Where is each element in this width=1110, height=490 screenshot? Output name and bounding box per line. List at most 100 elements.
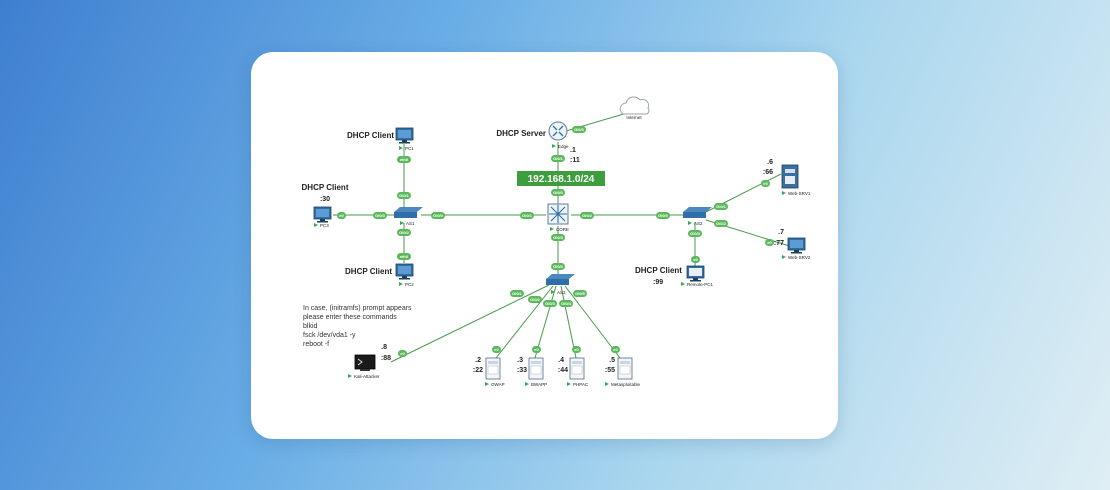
port-as3-4: Gi0/4 [559, 300, 573, 307]
node-label: Internet [626, 115, 642, 120]
ip-label: .2 [475, 357, 481, 364]
port-as3-3: Gi0/3 [543, 300, 557, 307]
port-as3-5: Gi0/5 [573, 290, 587, 297]
switch-icon [394, 207, 423, 218]
play-icon [399, 282, 403, 286]
play-icon [567, 382, 571, 386]
node-label: BWAPP [531, 382, 547, 387]
node-pc2[interactable]: DHCP Client PC2 [345, 263, 414, 287]
link-as3-owap [495, 285, 554, 359]
note-line: reboot -f [303, 341, 329, 348]
play-icon [782, 191, 786, 195]
port-srv2: e0 [765, 239, 774, 246]
note-line: please enter these commands [303, 314, 397, 321]
link-as3-meta [564, 285, 621, 359]
svg-text:Gi0/2: Gi0/2 [582, 213, 593, 218]
svg-text:e0: e0 [767, 240, 772, 245]
play-icon [681, 282, 685, 286]
svg-text:Gi0/1: Gi0/1 [399, 193, 410, 198]
note-line: blkid [303, 323, 318, 330]
node-web-srv2[interactable]: .7 :77 Web-SRV2 [774, 229, 811, 260]
role-label: DHCP Client [347, 131, 394, 140]
link-as3-kali [390, 284, 550, 363]
svg-text:Gi0/0: Gi0/0 [553, 190, 564, 195]
svg-text:Gi0/1: Gi0/1 [716, 204, 727, 209]
port-as3-n: Gi0/0 [551, 263, 565, 270]
node-pc1[interactable]: DHCP Client PC1 [347, 127, 414, 151]
port-core-e: Gi0/2 [580, 212, 594, 219]
svg-text:e0: e0 [494, 347, 499, 352]
port-pc3: e0 [337, 212, 346, 219]
port-as1-n: Gi0/1 [397, 192, 411, 199]
node-label: Web-SRV2 [788, 255, 811, 260]
role-label: DHCP Client [635, 266, 682, 275]
node-internet[interactable]: Internet [619, 96, 650, 120]
port-core-s: Gi0/3 [551, 234, 565, 241]
node-bwapp[interactable]: .3 :33 BWAPP [517, 357, 547, 387]
play-icon [605, 382, 609, 386]
node-kali[interactable]: .8 :88 Kali-Attacker [348, 344, 391, 379]
node-core[interactable]: CORE [547, 203, 569, 232]
server-icon [528, 357, 544, 380]
node-as1[interactable]: AS1 [394, 207, 423, 226]
node-owap[interactable]: .2 :22 OWAP [473, 357, 505, 387]
ip-label: .8 [381, 344, 387, 351]
port-label: :30 [320, 196, 330, 203]
port-label: :22 [473, 367, 483, 374]
port-srv1: e0 [761, 180, 770, 187]
link-as3-bwapp [534, 285, 557, 359]
svg-text:Gi0/2: Gi0/2 [399, 230, 410, 235]
server-icon [781, 164, 799, 189]
svg-text:Gi0/5: Gi0/5 [575, 291, 586, 296]
node-label: Edge [558, 144, 569, 149]
network-label: 192.168.1.0/24 [528, 174, 595, 185]
monitor-icon [787, 237, 806, 254]
play-icon [551, 290, 555, 294]
role-label: DHCP Client [345, 267, 392, 276]
link-as3-phpac [560, 285, 577, 359]
port-as1-s: Gi0/2 [397, 229, 411, 236]
port-label: :77 [774, 240, 784, 247]
topology-card: Gi0/0 Gi0/1 Gi0/0 Gi0/1 Gi0/0 Gi0/3 e0 G… [251, 52, 838, 439]
node-label: OWAP [491, 382, 505, 387]
node-label: AS2 [694, 221, 703, 226]
switch-icon [546, 274, 575, 285]
svg-text:Gi0/1: Gi0/1 [522, 213, 533, 218]
svg-text:Gi0/3: Gi0/3 [545, 301, 556, 306]
port-label: :55 [605, 367, 615, 374]
note-line: In case, (initramfs) prompt appears [303, 305, 412, 312]
node-label: CORE [556, 227, 569, 232]
svg-text:Gi0/1: Gi0/1 [512, 291, 523, 296]
port-meta: e0 [611, 346, 620, 353]
port-core-w: Gi0/1 [520, 212, 534, 219]
port-edge-out: Gi0/0 [572, 126, 586, 133]
role-label: DHCP Server [496, 129, 546, 138]
node-metasploitable[interactable]: .5 :55 Metasploitable [605, 357, 641, 387]
node-label: Metasploitable [611, 382, 641, 387]
port-as2-s: Gi0/3 [688, 230, 702, 237]
port-phpac: e0 [572, 346, 581, 353]
play-icon [485, 382, 489, 386]
node-as2[interactable]: AS2 [683, 207, 712, 226]
node-web-srv1[interactable]: .6 :66 Web-SRV1 [763, 159, 811, 196]
role-label: DHCP Client [302, 183, 349, 192]
node-edge[interactable]: DHCP Server Edge .1 :11 [496, 121, 580, 164]
router-icon [548, 121, 568, 141]
port-kali: e0 [398, 350, 407, 357]
play-icon [688, 221, 692, 225]
ip-label: .7 [778, 229, 784, 236]
node-remote-pc1[interactable]: DHCP Client :99 Remote-PC1 [635, 265, 714, 287]
svg-text:Gi0/0: Gi0/0 [574, 127, 585, 132]
svg-text:Gi0/4: Gi0/4 [561, 301, 572, 306]
node-as3[interactable]: AS3 [546, 274, 575, 295]
port-as2-se: Gi0/2 [714, 220, 728, 227]
server-icon [617, 357, 633, 380]
port-edge-in: Gi0/1 [551, 155, 565, 162]
node-phpac[interactable]: .4 :44 PHPAC [558, 357, 589, 387]
note-line: fsck /dev/vda1 -y [303, 332, 356, 339]
port-label: :44 [558, 367, 568, 374]
ip-label: .3 [517, 357, 523, 364]
node-label: PC2 [405, 282, 414, 287]
node-label: AS1 [406, 221, 415, 226]
node-pc3[interactable]: DHCP Client :30 PC3 [302, 183, 349, 228]
